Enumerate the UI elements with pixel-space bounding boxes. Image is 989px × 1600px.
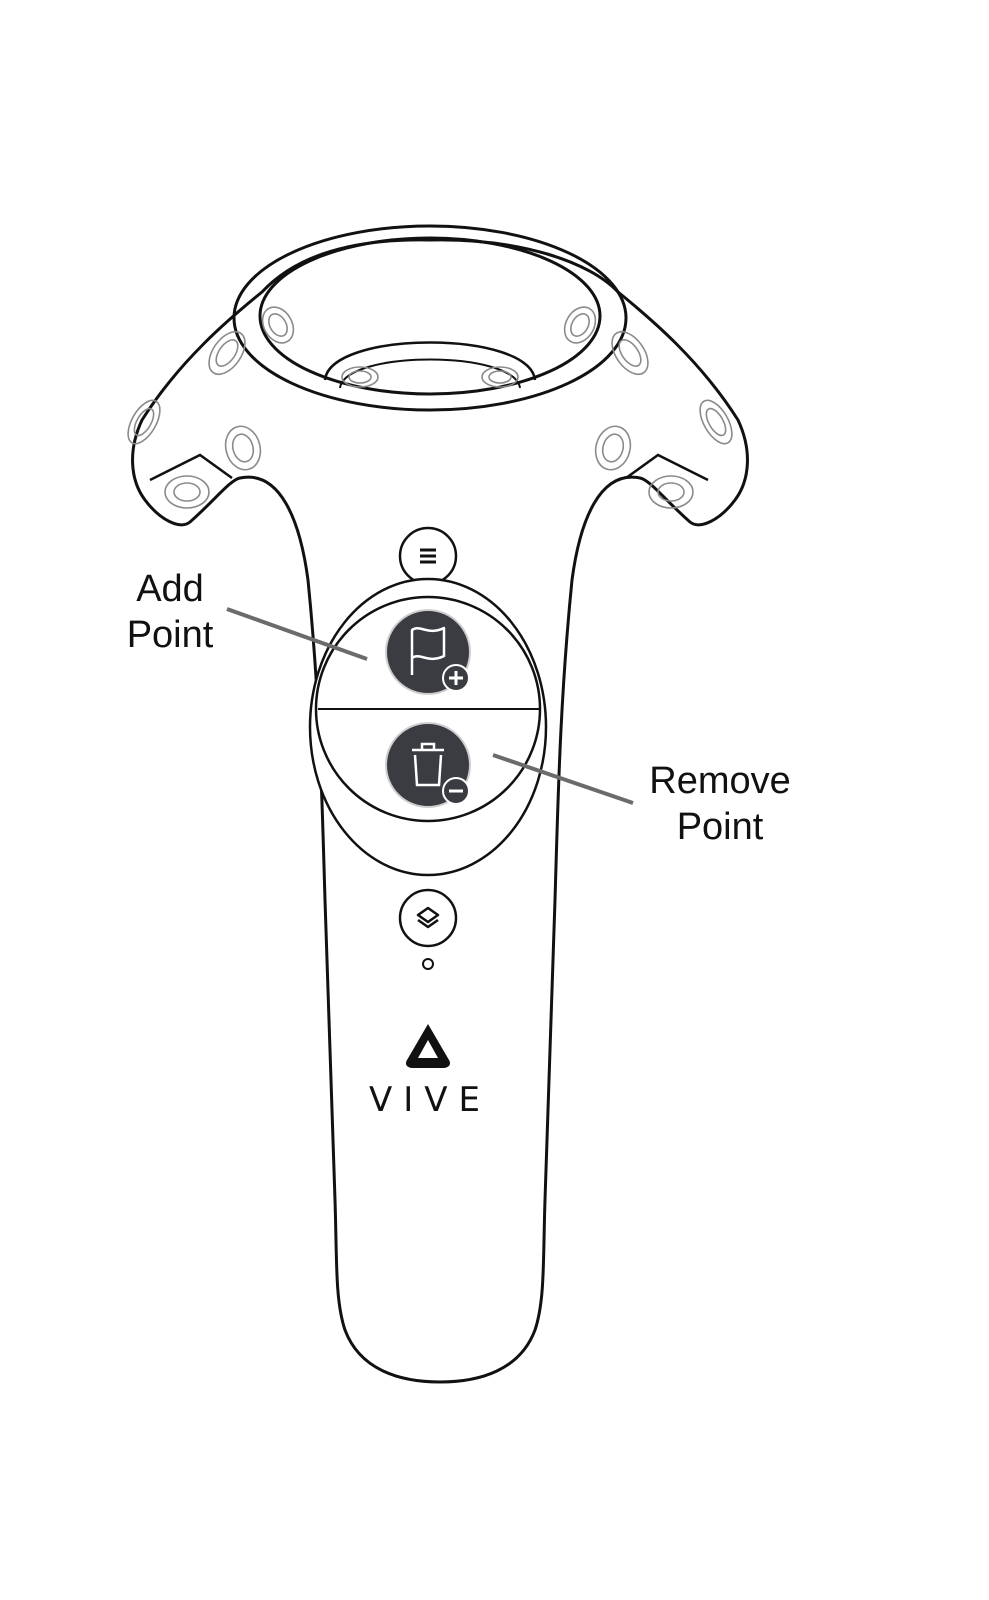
menu-icon <box>420 548 436 564</box>
vive-logo-icon <box>405 1024 451 1068</box>
add-point-label: Add Point <box>105 566 235 658</box>
wing-sensors <box>127 330 733 509</box>
status-led <box>422 958 434 970</box>
system-button[interactable] <box>398 888 458 948</box>
flag-plus-icon <box>410 626 470 692</box>
add-point-leader <box>226 607 368 661</box>
ring-hole <box>323 341 537 381</box>
tracking-ring-inner <box>258 236 602 396</box>
layers-icon <box>416 906 440 929</box>
menu-button[interactable] <box>398 526 458 586</box>
remove-point-label-line2: Point <box>676 806 764 848</box>
remove-point-leader <box>492 753 634 805</box>
tracking-ring-outer <box>232 224 628 412</box>
add-point-button[interactable] <box>385 609 471 695</box>
add-point-label-line2: Point <box>126 614 214 656</box>
remove-point-label-line1: Remove <box>649 760 791 802</box>
remove-point-button[interactable] <box>385 722 471 808</box>
remove-point-label: Remove Point <box>625 758 815 850</box>
vive-wordmark: VIVE <box>368 1080 492 1120</box>
trash-minus-icon <box>412 742 470 805</box>
add-point-label-line1: Add <box>136 568 204 610</box>
ring-sensors <box>261 306 597 388</box>
